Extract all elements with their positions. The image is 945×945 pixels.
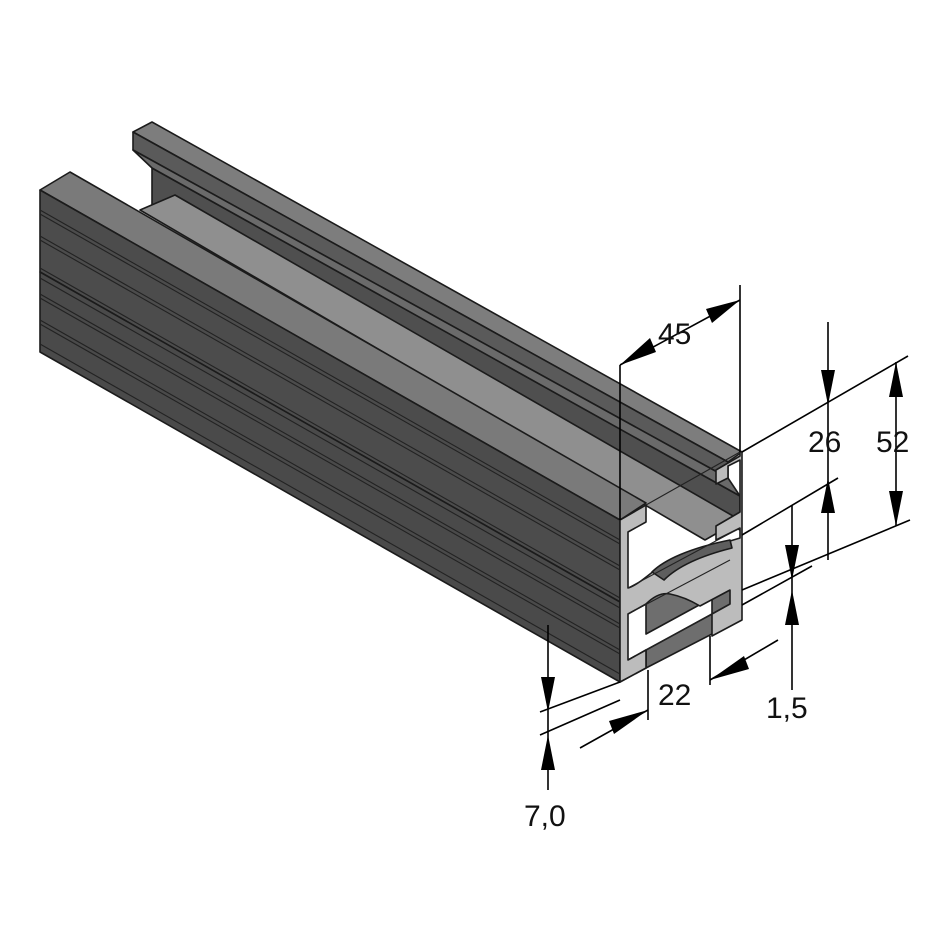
dimension-lines [539, 285, 911, 790]
dim-label-total-height: 52 [876, 426, 909, 459]
strut-channel-profile [39, 121, 743, 683]
end-face-slot-cutout [651, 539, 733, 581]
dim-label-lip: 7,0 [524, 800, 566, 833]
dim-label-slot-opening: 22 [658, 679, 691, 712]
dim-label-width: 45 [658, 318, 691, 351]
dim-label-half-height: 26 [808, 426, 841, 459]
dim-label-thickness: 1,5 [766, 692, 808, 725]
front-face-grooves [39, 209, 621, 675]
